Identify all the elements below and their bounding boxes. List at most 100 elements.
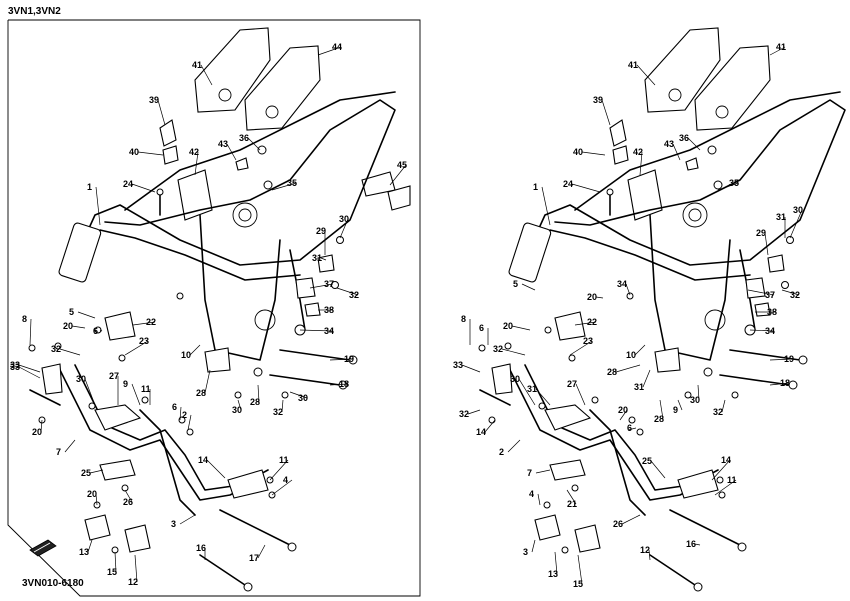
left-part-number-label: 11 [141,384,151,394]
bracket-25 [99,459,136,481]
figure-code-label: 3VN010-6180 [22,578,84,589]
left-leader-line [226,143,237,161]
left-leader-line [389,164,407,186]
right-leader-line [697,384,700,401]
left-panel-border [7,19,421,597]
bracket-12 [124,524,151,553]
left-leader-line [336,287,359,296]
pad-38 [304,302,321,317]
right-frame-assembly [478,27,846,592]
left-leader-line [317,46,342,56]
left-part-number-label: 18 [339,379,349,389]
left-part-number-label: 12 [128,577,138,587]
left-part-number-label: 22 [146,317,156,327]
right-leader-line [687,137,701,151]
left-leader-line [137,151,164,156]
left-part-number-label: 30 [76,374,86,384]
right-part-number-label: 36 [679,133,689,143]
right-part-number-label: 18 [780,378,790,388]
left-part-number-label: 30 [339,214,349,224]
left-leader-line [329,383,349,386]
right-part-number-label: 16 [686,539,696,549]
left-part-number-label: 45 [397,160,407,170]
right-leader-line [672,143,681,161]
left-part-number-label: 20 [63,321,73,331]
right-leader-line [717,182,739,191]
left-part-number-label: 33 [10,362,20,372]
left-part-number-label: 20 [32,427,42,437]
plate-42 [177,169,213,221]
right-leader-line [694,543,701,546]
left-part-number-label: 9 [123,379,128,389]
right-leader-line [541,186,551,226]
right-part-number-label: 35 [729,178,739,188]
left-leader-line [124,340,149,356]
steering-head [58,222,102,283]
right-leader-line [569,340,593,356]
left-leader-line [329,358,354,361]
right-part-number-label: 20 [503,321,513,331]
right-part-number-label: 30 [793,205,803,215]
left-leader-line [189,344,201,356]
right-leader-line [634,344,646,356]
left-part-number-label: 42 [189,147,199,157]
left-leader-line [289,391,308,399]
left-part-number-label: 31 [312,253,322,263]
left-leader-line [194,151,199,176]
right-part-number-label: 14 [476,427,486,437]
right-part-number-label: 34 [617,279,627,289]
right-part-number-label: 37 [765,290,775,300]
left-part-number-label: 33 [10,360,20,370]
left-leader-line [132,321,156,326]
right-part-number-label: 11 [727,475,737,485]
right-leader-line [625,283,631,296]
right-part-number-label: 31 [527,384,537,394]
right-leader-line [677,399,683,411]
left-leader-line [89,469,104,474]
right-part-number-label: 14 [721,455,731,465]
right-leader-line [511,325,531,331]
left-part-number-label: 44 [332,42,342,52]
left-leader-line [309,283,334,289]
right-leader-line [595,296,604,299]
right-leader-line [566,489,577,505]
right-leader-line [659,399,664,420]
left-part-number-label: 30 [298,393,308,403]
right-part-number-label: 6 [479,323,484,333]
left-leader-line [179,406,182,421]
right-leader-line [518,378,536,406]
left-part-number-label: 35 [287,178,297,188]
left-part-number-label: 3 [171,519,176,529]
left-part-number-label: 24 [123,179,133,189]
bracket-28 [204,347,231,373]
left-leader-line [71,325,86,329]
right-part-number-label: 19 [784,354,794,364]
right-part-number-label: 42 [633,147,643,157]
left-leader-line [64,439,76,453]
right-leader-line [535,388,551,406]
right-leader-line [535,469,551,474]
left-leader-line [200,64,213,86]
left-leader-line [257,384,260,403]
right-leader-line [501,348,526,356]
left-part-number-label: 1 [87,182,92,192]
right-leader-line [642,369,651,388]
right-leader-line [639,151,643,176]
left-part-number-label: 29 [316,226,326,236]
right-part-number-label: 27 [567,379,577,389]
right-part-number-label: 32 [713,407,723,417]
right-leader-line [537,493,541,506]
left-part-number-label: 38 [324,305,334,315]
right-part-number-label: 20 [587,292,597,302]
right-part-number-label: 13 [548,569,558,579]
bracket-14 [227,469,269,499]
right-leader-line [764,232,769,256]
right-part-number-label: 31 [634,382,644,392]
right-part-number-label: 12 [640,545,650,555]
model-code-label: 3VN1,3VN2 [8,6,61,17]
side-cover-41 [194,27,271,113]
right-leader-line [636,64,656,86]
left-part-number-label: 37 [324,279,334,289]
right-part-number-label: 2 [499,447,504,457]
